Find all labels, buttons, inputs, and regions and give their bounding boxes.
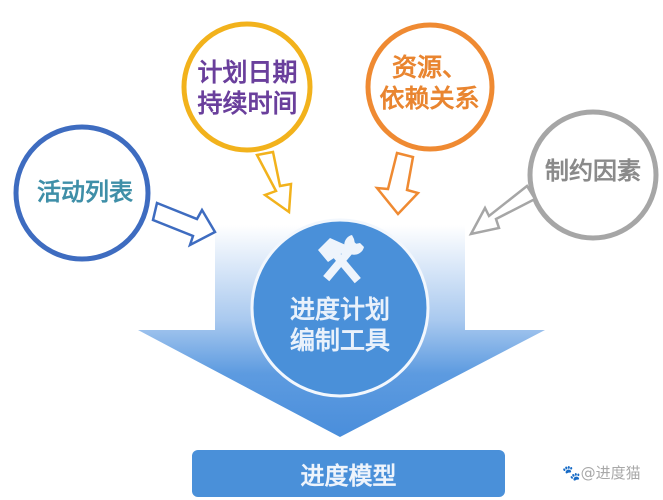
- date-arrow: [255, 150, 293, 215]
- resource-circle: [365, 22, 495, 152]
- watermark: 🐾@进度猫: [562, 464, 641, 482]
- output-text: 进度模型: [300, 462, 397, 490]
- activity-arrow: [151, 201, 217, 248]
- activity-text: 活动列表: [37, 178, 133, 206]
- constraint-text: 制约因素: [545, 157, 641, 185]
- center-text-line2: 编制工具: [289, 325, 390, 355]
- output-box: 进度模型: [192, 450, 505, 497]
- hammer-wrench-icon: [318, 235, 364, 284]
- date-circle: [181, 21, 313, 153]
- resource-label: 资源、 依赖关系: [362, 53, 497, 114]
- resource-text-line2: 依赖关系: [379, 83, 480, 113]
- center-circle: [250, 218, 430, 398]
- constraint-arrow: [468, 184, 537, 236]
- date-text-line2: 持续时间: [197, 88, 298, 118]
- activity-circle: [13, 124, 151, 262]
- resource-text-line1: 资源、: [391, 53, 467, 82]
- constraint-circle: [527, 109, 659, 241]
- activity-label: 活动列表: [15, 178, 155, 207]
- resource-arrow: [374, 151, 421, 216]
- constraint-label: 制约因素: [528, 157, 658, 186]
- date-label: 计划日期 持续时间: [185, 58, 310, 119]
- date-text-line1: 计划日期: [197, 58, 298, 87]
- center-label: 进度计划 编制工具: [260, 295, 420, 356]
- center-text-line1: 进度计划: [289, 295, 390, 324]
